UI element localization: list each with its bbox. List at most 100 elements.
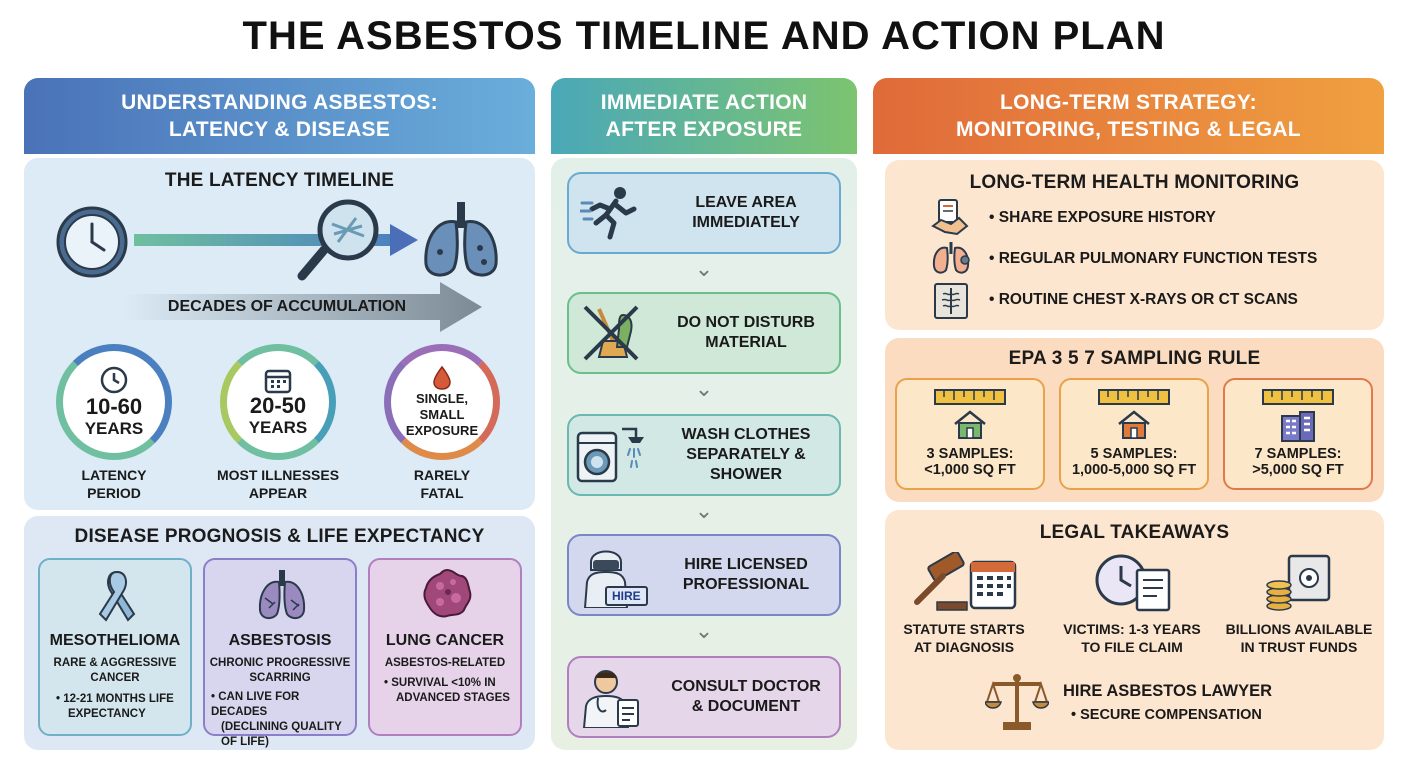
chevron-down-icon: ⌄ [694,376,714,401]
stat-label-line: RARELY [413,467,471,483]
ribbon-icon [98,570,136,622]
monitoring-item: • ROUTINE CHEST X-RAYS OR CT SCANS [989,291,1298,308]
col3-header: LONG-TERM STRATEGY: MONITORING, TESTING … [873,78,1384,154]
bullet-line: (DECLINING QUALITY [221,721,342,733]
cancer-cell-icon [423,568,472,618]
step-do-not-disturb: DO NOT DISTURB MATERIAL [567,292,841,374]
step-line: CONSULT DOCTOR [671,678,821,695]
sample-line: 1,000-5,000 SQ FT [1071,462,1197,478]
step-line: & DOCUMENT [691,698,801,715]
step-consult-doctor: CONSULT DOCTOR & DOCUMENT [567,656,841,738]
disease-card-lung-cancer: LUNG CANCER ASBESTOS-RELATED • SURVIVAL … [368,558,522,736]
washer-shower-icon [576,427,644,483]
step-icon-box: HIRE [569,536,653,614]
drop-icon [433,365,451,390]
bullet-line: OF LIFE) [221,736,269,748]
running-person-icon [580,187,637,240]
step-line: SHOWER [710,466,782,483]
legal-line: VICTIMS: 1-3 YEARS [1063,621,1201,637]
col1-header-line2: LATENCY & DISEASE [168,118,391,141]
building-icon [1281,411,1315,442]
disease-desc: RARE & AGGRESSIVE CANCER [40,656,190,686]
clock-icon [100,366,128,394]
bullet-line: • 12-21 MONTHS LIFE [56,693,174,705]
step-line: MATERIAL [705,334,787,351]
sample-line: <1,000 SQ FT [924,462,1016,478]
stat-label-line: MOST ILLNESSES [216,467,340,483]
step-line: PROFESSIONAL [682,576,810,593]
stat-circle-latency: 10-60 YEARS [56,344,172,460]
ruler-icon [1098,389,1170,405]
house-icon [1118,410,1150,439]
sampling-title: EPA 3 5 7 SAMPLING RULE [1008,348,1261,369]
legal-item-billions: BILLIONS AVAILABLE IN TRUST FUNDS [1219,620,1379,656]
sample-card-small: 3 SAMPLES: <1,000 SQ FT [895,378,1045,490]
col2-header: IMMEDIATE ACTION AFTER EXPOSURE [551,78,857,154]
legal-line: STATUTE STARTS [903,621,1025,637]
timeline-arrowhead [390,224,418,256]
lawyer-title: HIRE ASBESTOS LAWYER [1063,682,1273,700]
prognosis-panel: DISEASE PROGNOSIS & LIFE EXPECTANCY MESO… [24,516,535,750]
step-line: HIRE LICENSED [684,556,808,573]
bullet-line: EXPECTANCY [68,708,146,720]
step-text: HIRE LICENSED PROFESSIONAL [653,555,839,595]
sample-card-large: 7 SAMPLES: >5,000 SQ FT [1223,378,1373,490]
sample-line: 5 SAMPLES: [1090,446,1178,462]
col2-header-line2: AFTER EXPOSURE [605,118,803,141]
sample-line: 7 SAMPLES: [1254,446,1342,462]
step-text: LEAVE AREA IMMEDIATELY [653,193,839,233]
handshake-document-icon [931,199,969,236]
col1-header-line1: UNDERSTANDING ASBESTOS: [121,91,438,114]
disease-bullet: • 12-21 MONTHS LIFE EXPECTANCY [56,692,190,722]
stat-circle-single-exposure: SINGLE, SMALL EXPOSURE [384,344,500,460]
stat-unit: SMALL [419,407,465,422]
desc-line: CHRONIC PROGRESSIVE [209,657,351,669]
step-text: DO NOT DISTURB MATERIAL [653,313,839,353]
desc-line: CANCER [90,672,140,684]
legal-line: IN TRUST FUNDS [1240,639,1358,655]
step-icon-box [569,658,653,736]
immediate-action-panel: LEAVE AREA IMMEDIATELY ⌄ DO NOT DISTURB … [551,158,857,750]
disease-card-mesothelioma: MESOTHELIOMA RARE & AGGRESSIVE CANCER • … [38,558,192,736]
stat-unit: YEARS [84,419,144,438]
health-monitoring-panel: LONG-TERM HEALTH MONITORING • SHARE EXPO… [885,160,1384,330]
step-text: CONSULT DOCTOR & DOCUMENT [653,677,839,717]
desc-line: ASBESTOS-RELATED [384,657,506,669]
monitoring-title: LONG-TERM HEALTH MONITORING [969,172,1300,193]
stat-unit2: EXPOSURE [405,423,479,438]
stat-label-line: LATENCY [81,467,147,483]
chevron-down-icon: ⌄ [694,498,714,523]
legal-item-victims: VICTIMS: 1-3 YEARS TO FILE CLAIM [1057,620,1207,656]
stat-label-line: FATAL [420,485,464,501]
doctor-icon [582,670,639,728]
lungs-stethoscope-icon [932,242,970,274]
bullet-line: ADVANCED STAGES [396,692,510,704]
stat-label-latency: LATENCY PERIOD [46,466,182,502]
step-wash-clothes: WASH CLOTHES SEPARATELY & SHOWER [567,414,841,496]
latency-timeline-panel: THE LATENCY TIMELINE DECADES OF ACCUMULA… [24,158,535,510]
lungs-icon [424,202,498,277]
stat-label-illnesses: MOST ILLNESSES APPEAR [200,466,356,502]
xray-icon [934,283,968,319]
stat-label-line: APPEAR [248,485,308,501]
scales-of-justice-icon [985,674,1049,730]
legal-takeaways-panel: LEGAL TAKEAWAYS STATUTE STARTS AT DIAGNO… [885,510,1384,750]
col2-header-line1: IMMEDIATE ACTION [600,91,808,114]
coins-safe-icon [1266,554,1331,611]
legal-title: LEGAL TAKEAWAYS [1039,522,1230,543]
step-line: LEAVE AREA [695,194,797,211]
bullet-line: • CAN LIVE FOR DECADES [211,691,300,718]
stat-label-line: PERIOD [87,485,141,501]
legal-line: AT DIAGNOSIS [913,639,1015,655]
chevron-down-icon: ⌄ [694,618,714,643]
step-line: DO NOT DISTURB [677,314,815,331]
monitoring-item: • REGULAR PULMONARY FUNCTION TESTS [989,250,1318,267]
gavel-calendar-icon [914,552,1017,611]
col1-header: UNDERSTANDING ASBESTOS: LATENCY & DISEAS… [24,78,535,154]
step-hire-professional: HIRE HIRE LICENSED PROFESSIONAL [567,534,841,616]
step-icon-box [569,416,653,494]
chevron-down-icon: ⌄ [694,256,714,281]
clock-icon [56,206,128,278]
step-line: SEPARATELY & [686,446,806,463]
legal-item-statute: STATUTE STARTS AT DIAGNOSIS [889,620,1039,656]
